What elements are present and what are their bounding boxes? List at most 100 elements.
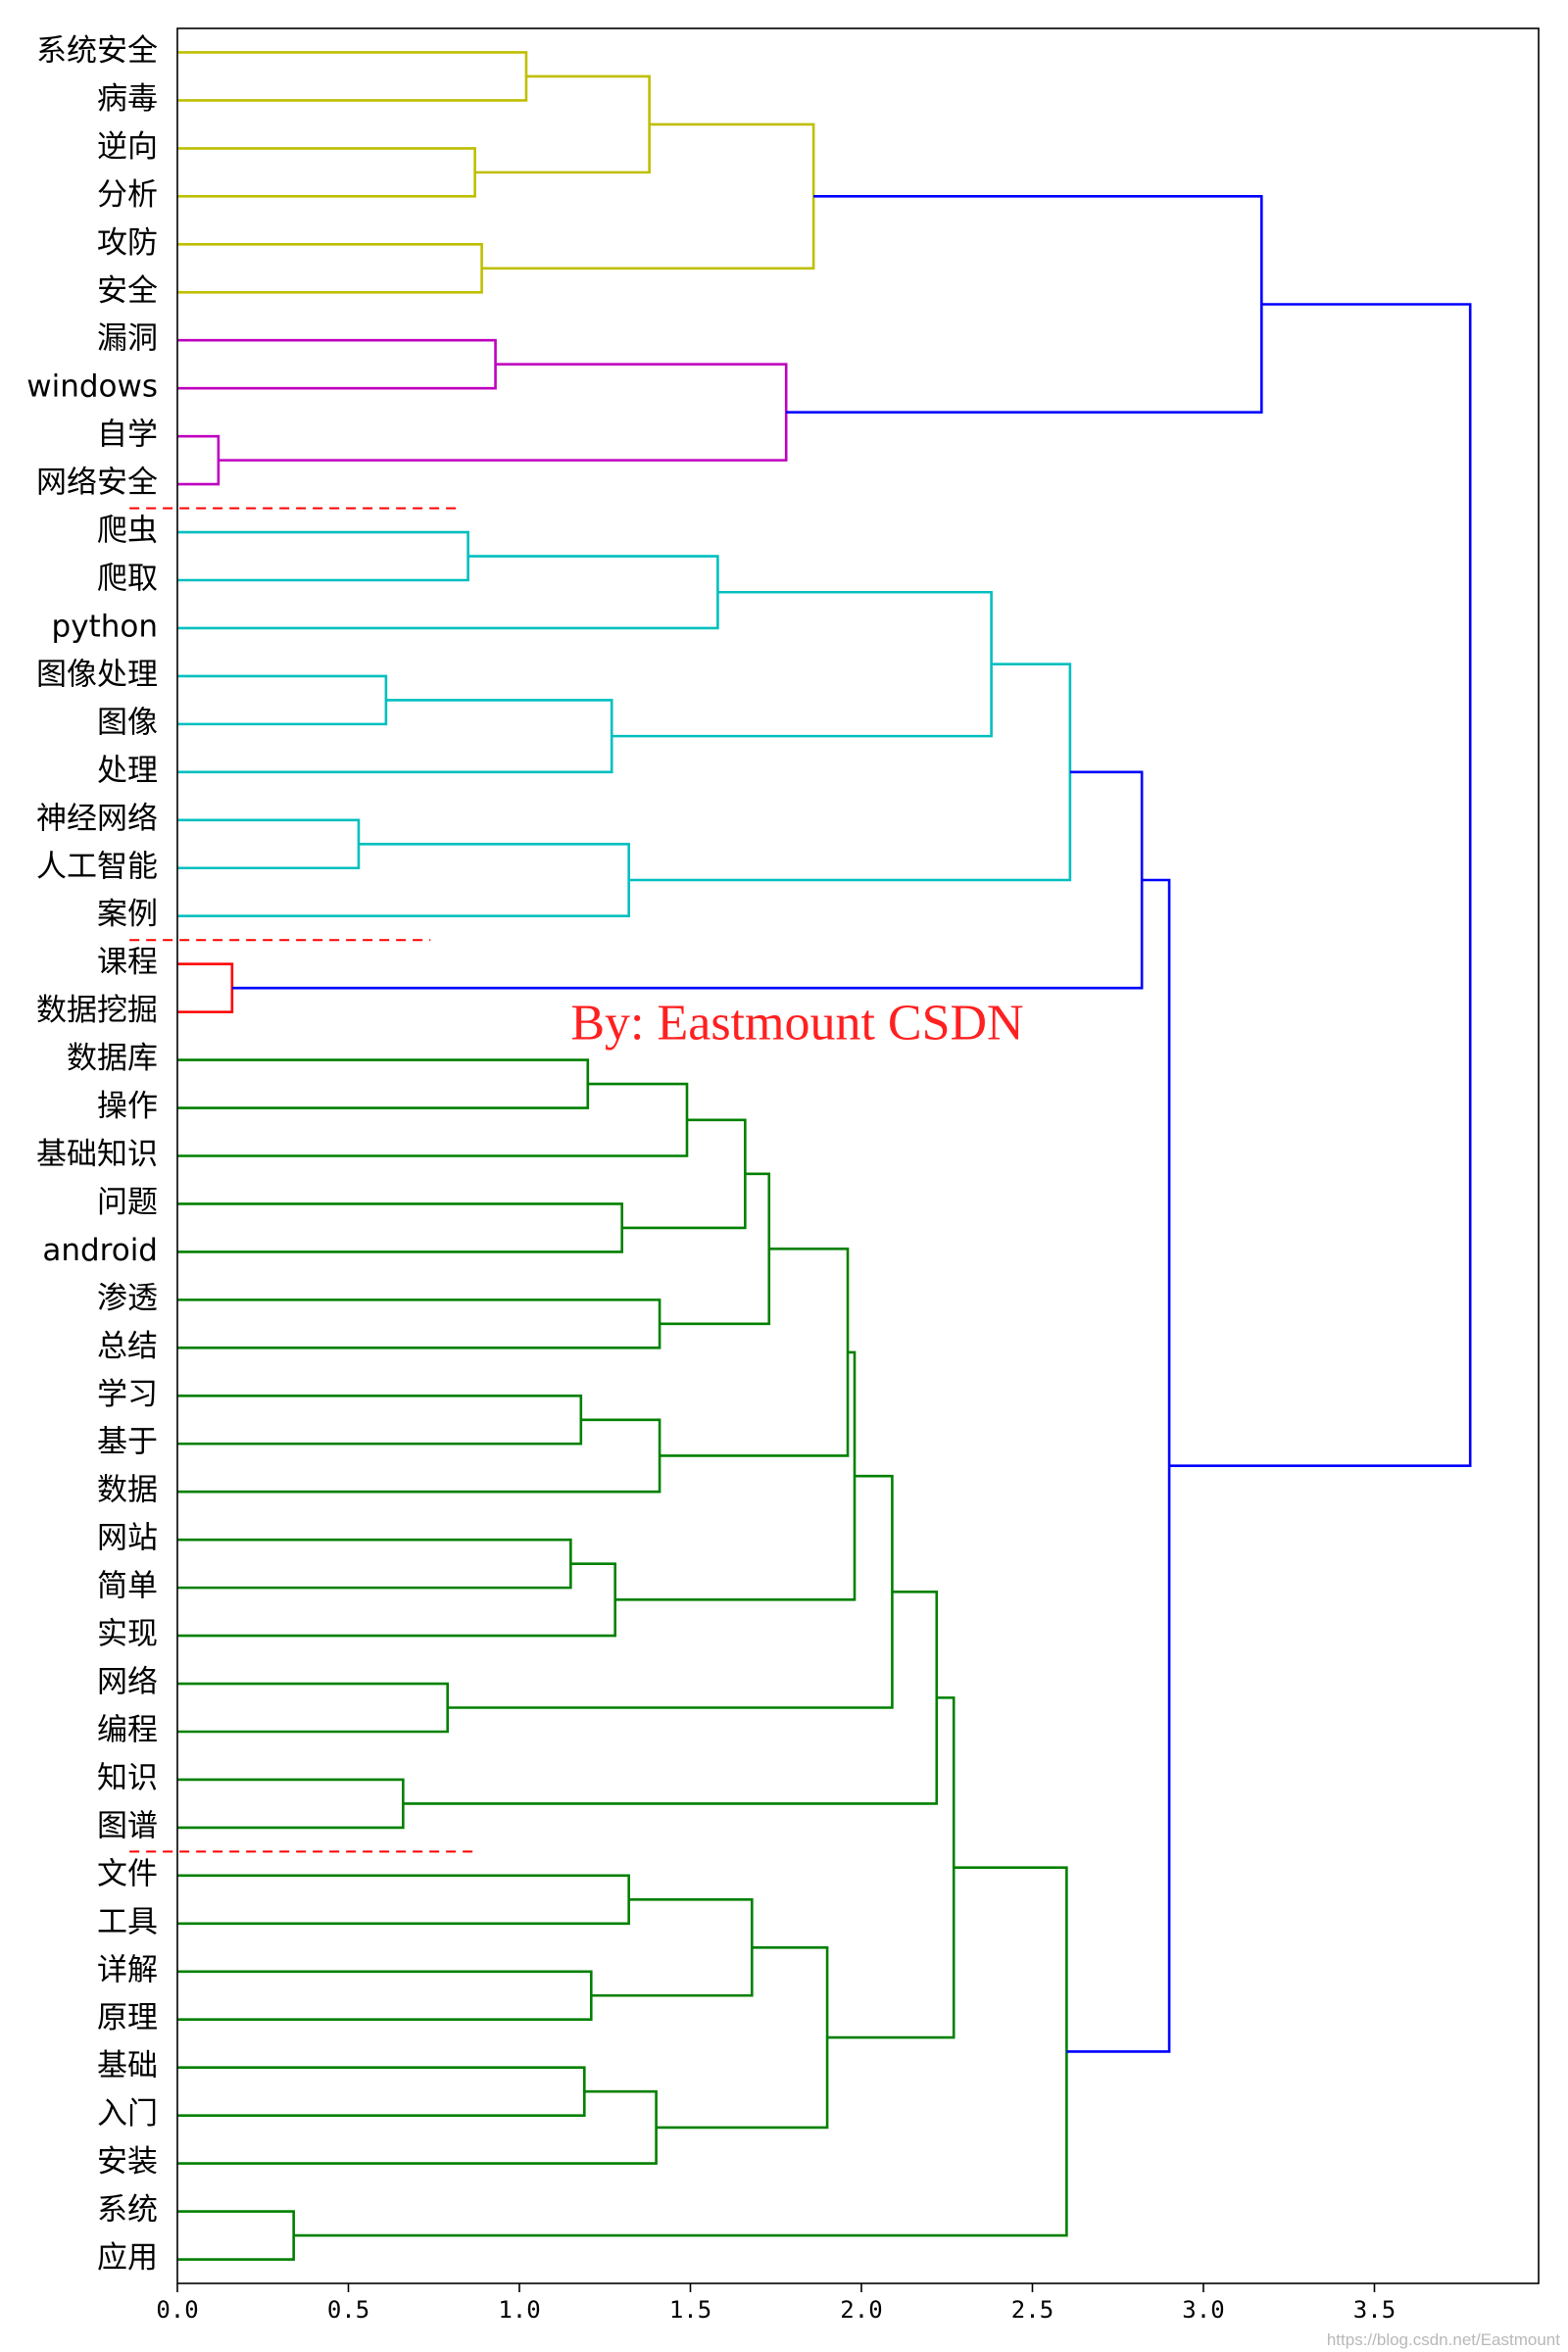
footer-credit: https://blog.csdn.net/Eastmount bbox=[1327, 2330, 1560, 2349]
cut-lines bbox=[129, 507, 475, 1853]
leaf-label: 处理 bbox=[97, 753, 158, 788]
dendrogram-link bbox=[656, 1946, 829, 2130]
dendrogram-link bbox=[447, 1474, 894, 1709]
x-tick-label: 2.5 bbox=[1011, 2296, 1054, 2324]
leaf-label: 数据库 bbox=[67, 1041, 158, 1076]
dendrogram-link bbox=[177, 1058, 590, 1109]
dendrogram-link bbox=[177, 842, 630, 918]
leaf-label: android bbox=[42, 1233, 158, 1268]
dendrogram-link bbox=[177, 818, 361, 870]
leaf-label: 原理 bbox=[97, 2000, 158, 2035]
dendrogram-link bbox=[177, 555, 719, 630]
x-axis-ticks: 0.0 0.5 1.0 1.5 2.0 2.5 3.0 3.5 bbox=[156, 2283, 1396, 2324]
dendrogram-link bbox=[481, 122, 815, 270]
dendrogram-link bbox=[177, 1874, 630, 1926]
leaf-label: 渗透 bbox=[97, 1281, 158, 1316]
leaf-label: 系统 bbox=[97, 2192, 158, 2228]
dendrogram-link bbox=[177, 434, 220, 486]
dendrogram-link bbox=[621, 1118, 747, 1230]
dendrogram-link bbox=[177, 147, 476, 198]
leaf-label: 文件 bbox=[97, 1856, 158, 1891]
dendrogram-link bbox=[177, 2210, 295, 2261]
leaf-label: 分析 bbox=[97, 177, 158, 213]
dendrogram-link bbox=[660, 1248, 850, 1457]
leaf-label: 总结 bbox=[97, 1329, 158, 1364]
leaf-label: 课程 bbox=[97, 945, 158, 980]
leaf-label: 系统安全 bbox=[36, 33, 158, 69]
dendrogram-link bbox=[177, 1394, 583, 1446]
leaf-label: 数据挖掘 bbox=[36, 993, 158, 1028]
leaf-label: 漏洞 bbox=[97, 321, 158, 357]
dendrogram-links bbox=[177, 51, 1472, 2261]
leaf-label: python bbox=[52, 609, 158, 644]
leaf-label: 网站 bbox=[97, 1521, 158, 1556]
leaf-label: 爬虫 bbox=[97, 514, 158, 549]
dendrogram-link bbox=[628, 662, 1072, 882]
x-tick-label: 3.0 bbox=[1182, 2296, 1224, 2324]
leaf-label: 简单 bbox=[97, 1569, 158, 1604]
leaf-label: 问题 bbox=[97, 1185, 158, 1220]
leaf-label: 数据 bbox=[97, 1473, 158, 1508]
leaf-label: 安装 bbox=[97, 2144, 158, 2180]
x-tick-label: 0.5 bbox=[327, 2296, 369, 2324]
dendrogram-link bbox=[177, 674, 388, 726]
dendrogram-link bbox=[177, 51, 528, 102]
leaf-label: 病毒 bbox=[97, 81, 158, 117]
dendrogram-link bbox=[614, 1350, 857, 1601]
x-tick-label: 3.5 bbox=[1353, 2296, 1396, 2324]
dendrogram-link bbox=[177, 962, 234, 1013]
leaf-label: 图谱 bbox=[97, 1808, 158, 1843]
leaf-label: 图像处理 bbox=[36, 657, 158, 692]
dendrogram-link bbox=[177, 1562, 617, 1638]
leaf-label: 网络 bbox=[97, 1665, 158, 1700]
watermark-annotation: By: Eastmount CSDN bbox=[570, 995, 1023, 1051]
dendrogram-link bbox=[177, 1778, 405, 1830]
dendrogram-link bbox=[177, 2066, 586, 2117]
dendrogram-link bbox=[177, 530, 469, 582]
x-tick-label: 2.0 bbox=[840, 2296, 882, 2324]
dendrogram-link bbox=[177, 1538, 572, 1590]
leaf-label: 网络安全 bbox=[36, 466, 158, 501]
leaf-label: 案例 bbox=[97, 897, 158, 932]
x-tick-label: 0.0 bbox=[156, 2296, 198, 2324]
x-tick-label: 1.5 bbox=[669, 2296, 711, 2324]
leaf-label: 基础 bbox=[97, 2048, 158, 2083]
leaf-label: 爬取 bbox=[97, 562, 158, 597]
leaf-label: 工具 bbox=[97, 1904, 158, 1939]
dendrogram-link bbox=[177, 699, 613, 774]
leaf-label: 逆向 bbox=[97, 129, 158, 165]
dendrogram-link bbox=[1066, 878, 1171, 2053]
leaf-label: 详解 bbox=[97, 1952, 158, 1987]
dendrogram-link bbox=[786, 195, 1263, 414]
leaf-label: windows bbox=[26, 369, 158, 405]
leaf-label: 入门 bbox=[97, 2096, 158, 2132]
leaf-label: 实现 bbox=[97, 1617, 158, 1652]
leaf-label: 应用 bbox=[97, 2240, 158, 2276]
leaf-labels: 系统安全病毒逆向分析攻防安全漏洞windows自学网络安全爬虫爬取python图… bbox=[26, 33, 158, 2276]
x-tick-label: 1.0 bbox=[498, 2296, 540, 2324]
dendrogram-link bbox=[218, 363, 788, 462]
leaf-label: 基础知识 bbox=[36, 1137, 158, 1172]
dendrogram-link bbox=[177, 1418, 662, 1494]
dendrogram-link bbox=[177, 338, 497, 390]
leaf-label: 图像 bbox=[97, 705, 158, 740]
dendrogram-link bbox=[177, 1298, 662, 1349]
leaf-label: 神经网络 bbox=[36, 801, 158, 836]
leaf-label: 知识 bbox=[97, 1760, 158, 1795]
leaf-label: 操作 bbox=[97, 1089, 158, 1124]
dendrogram-link bbox=[591, 1898, 754, 1997]
dendrogram-link bbox=[403, 1591, 939, 1805]
dendrogram-link bbox=[612, 590, 993, 738]
plot-frame bbox=[176, 27, 1540, 2284]
dendrogram-link bbox=[474, 74, 651, 174]
dendrogram-link bbox=[177, 1202, 623, 1253]
dendrogram-link bbox=[1169, 303, 1472, 1467]
leaf-label: 编程 bbox=[97, 1712, 158, 1747]
dendrogram-link bbox=[177, 1682, 450, 1734]
leaf-label: 基于 bbox=[97, 1425, 158, 1460]
leaf-label: 自学 bbox=[97, 417, 158, 453]
leaf-label: 人工智能 bbox=[36, 849, 158, 884]
dendrogram-link bbox=[177, 243, 483, 294]
dendrogram-link bbox=[660, 1172, 771, 1326]
